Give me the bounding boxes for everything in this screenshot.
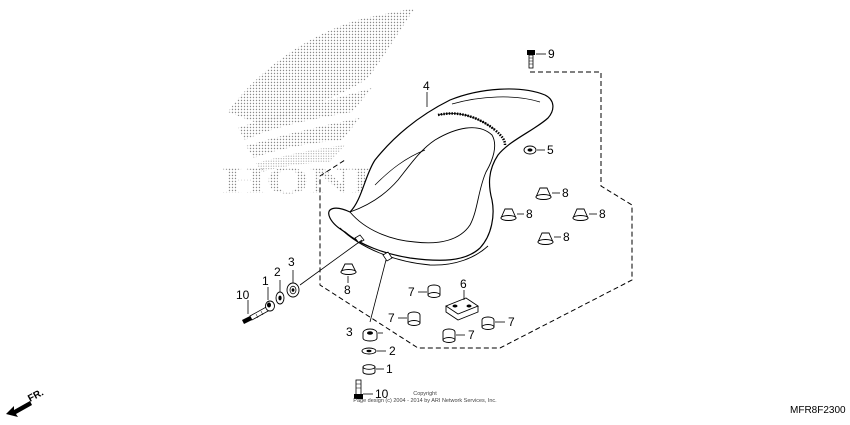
- cushion-part-7-a[interactable]: [427, 284, 441, 298]
- assembly-boundary: [319, 71, 633, 349]
- rubber-part-8-b[interactable]: [500, 208, 517, 221]
- collar-part-1-bottom[interactable]: [362, 364, 376, 375]
- cushion-part-7-c[interactable]: [481, 316, 495, 330]
- leader-line-left: [299, 239, 363, 286]
- washer-part-2-left[interactable]: [275, 291, 285, 305]
- callout-8-c[interactable]: 8: [599, 207, 606, 221]
- copyright-line-1: Copyright: [413, 391, 437, 397]
- callout-1-left[interactable]: 1: [262, 274, 269, 288]
- callout-2-bottom[interactable]: 2: [389, 344, 396, 358]
- callout-9[interactable]: 9: [548, 47, 555, 61]
- callout-10-bottom[interactable]: 10: [375, 387, 389, 401]
- leader-line-bottom: [369, 259, 387, 323]
- callout-7-d[interactable]: 7: [468, 328, 475, 342]
- callout-3-bottom[interactable]: 3: [346, 325, 353, 339]
- copyright-line-2: Page design (c) 2004 - 2014 by ARI Netwo…: [353, 398, 497, 404]
- rubber-part-8-c[interactable]: [572, 208, 589, 221]
- cushion-part-7-d[interactable]: [442, 328, 456, 343]
- rubber-part-8-d[interactable]: [537, 232, 554, 245]
- front-direction-arrow-icon: [6, 401, 32, 417]
- callout-4[interactable]: 4: [423, 79, 430, 93]
- grommet-part-3-left[interactable]: [286, 282, 300, 298]
- callout-8-b[interactable]: 8: [526, 207, 533, 221]
- diagram-code: MFR8F2300: [790, 405, 846, 416]
- callout-6[interactable]: 6: [460, 277, 467, 291]
- callout-10-left[interactable]: 10: [236, 288, 250, 302]
- callout-5[interactable]: 5: [547, 143, 554, 157]
- grommet-part-3-bottom[interactable]: [362, 328, 378, 342]
- callout-8-d[interactable]: 8: [563, 230, 570, 244]
- callout-7-c[interactable]: 7: [508, 315, 515, 329]
- seat-assembly[interactable]: [328, 88, 554, 266]
- rubber-part-8-e[interactable]: [340, 263, 357, 275]
- callout-1-bottom[interactable]: 1: [386, 362, 393, 376]
- callout-7-b[interactable]: 7: [388, 311, 395, 325]
- callout-8-a[interactable]: 8: [562, 186, 569, 200]
- rubber-part-8-a[interactable]: [535, 187, 552, 200]
- callout-3-left[interactable]: 3: [288, 255, 295, 269]
- callout-7-a[interactable]: 7: [408, 285, 415, 299]
- collar-part-1-left[interactable]: [265, 300, 275, 312]
- honda-wing-logo: [228, 8, 415, 172]
- bracket-part-6[interactable]: [445, 297, 479, 321]
- bolt-part-9[interactable]: [527, 50, 535, 69]
- callout-8-e[interactable]: 8: [344, 283, 351, 297]
- bolt-part-10-bottom[interactable]: [354, 379, 363, 399]
- washer-part-2-bottom[interactable]: [361, 347, 377, 355]
- grommet-part-5[interactable]: [523, 145, 537, 155]
- callout-2-left[interactable]: 2: [274, 265, 281, 279]
- front-direction-label: FR.: [26, 387, 46, 404]
- cushion-part-7-b[interactable]: [407, 311, 421, 326]
